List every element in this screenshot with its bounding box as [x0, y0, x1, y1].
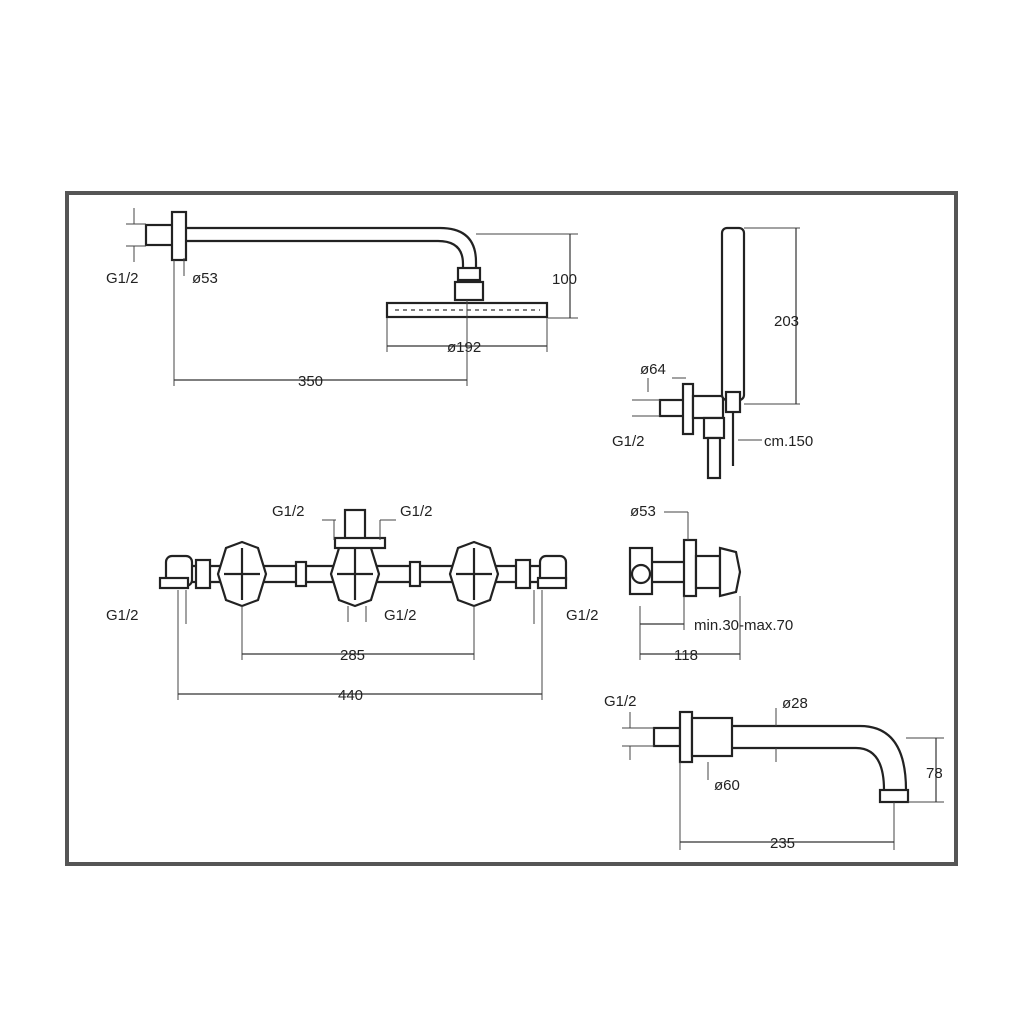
hose-connector — [702, 416, 726, 440]
three-hole-mixer — [158, 508, 568, 608]
bath-spout — [652, 710, 910, 804]
hand-shower-set — [658, 226, 746, 480]
spout-pipe-bottom — [732, 746, 886, 791]
overhead-flange-label: ø53 — [192, 270, 218, 287]
overhead-drop-label: 100 — [552, 271, 577, 288]
left-elbow-base — [158, 576, 190, 590]
side-handle — [718, 546, 742, 598]
overhead-head-label: ø192 — [447, 339, 481, 356]
spout-body — [690, 716, 734, 758]
hand-holder-body — [691, 394, 725, 420]
mixer-width-label: 440 — [338, 687, 363, 704]
center-top-collar — [333, 536, 387, 550]
mixer-right-thread: G1/2 — [566, 607, 599, 624]
hand-wall-flange — [681, 382, 695, 436]
hand-flange-label: ø64 — [640, 361, 666, 378]
side-depth-label: min.30-max.70 — [694, 617, 793, 634]
mixer-spacing-label: 285 — [340, 647, 365, 664]
spout-nipple — [652, 726, 682, 748]
hand-hose-label: cm.150 — [764, 433, 813, 450]
side-flange-label: ø53 — [630, 503, 656, 520]
spout-flange-left — [678, 710, 694, 764]
mixer-center-thread: G1/2 — [384, 607, 417, 624]
side-inlet — [630, 563, 652, 585]
hose-lower — [706, 436, 722, 480]
drawing-frame — [65, 191, 958, 866]
spout-flange-label: ø60 — [714, 777, 740, 794]
spout-height-label: 78 — [926, 765, 943, 782]
spout-thread-label: G1/2 — [604, 693, 637, 710]
hand-height-label: 203 — [774, 313, 799, 330]
left-nut — [194, 558, 212, 590]
arm-nut — [456, 266, 482, 282]
side-projection-label: 118 — [674, 647, 698, 664]
shower-arm-top — [186, 226, 478, 270]
spout-pipe-label: ø28 — [782, 695, 808, 712]
ball-joint — [453, 280, 485, 302]
mixer-left-thread: G1/2 — [106, 607, 139, 624]
coupling-left — [294, 560, 308, 588]
overhead-thread-label: G1/2 — [106, 270, 139, 287]
wall-flange — [170, 210, 188, 262]
right-nut — [514, 558, 532, 590]
overhead-arm-label: 350 — [298, 373, 323, 390]
side-flange — [682, 538, 698, 598]
side-spindle — [694, 554, 722, 590]
mixer-top-right-thread: G1/2 — [400, 503, 433, 520]
overhead-shower-arm — [144, 210, 549, 319]
hand-thread-label: G1/2 — [612, 433, 645, 450]
spout-length-label: 235 — [770, 835, 795, 852]
hand-wall-nipple — [658, 398, 686, 418]
right-elbow-base — [536, 576, 568, 590]
side-body — [628, 546, 654, 596]
spout-aerator — [878, 788, 910, 804]
hand-shower-handle — [720, 226, 746, 402]
shower-arm-bottom — [186, 239, 465, 270]
wall-nipple — [144, 223, 176, 247]
spout-pipe-top — [732, 724, 908, 791]
hand-holder-clip — [724, 390, 742, 414]
coupling-right — [408, 560, 422, 588]
mixer-side-view — [628, 538, 742, 598]
mixer-top-left-thread: G1/2 — [272, 503, 305, 520]
